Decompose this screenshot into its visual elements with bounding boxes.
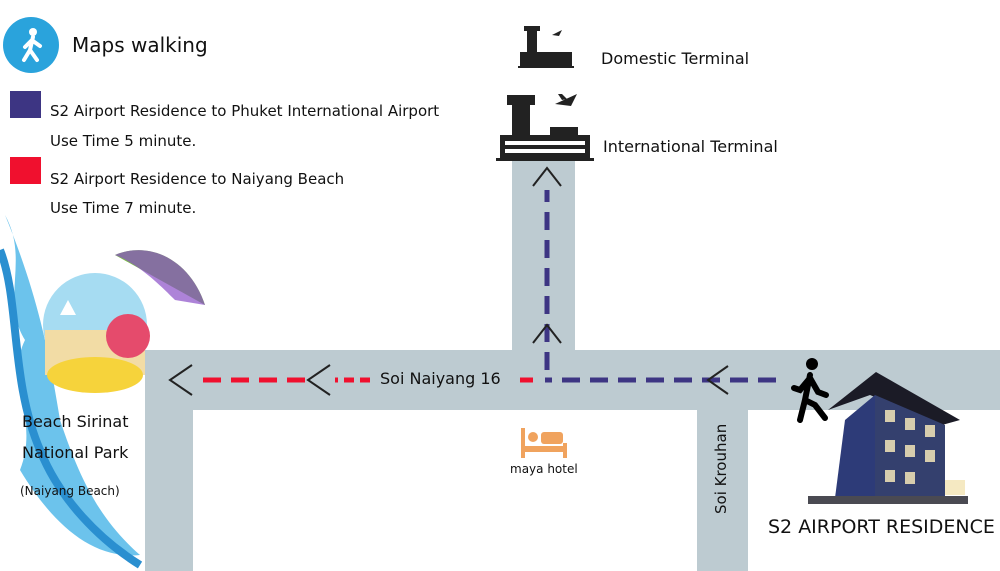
road-airport <box>512 160 575 352</box>
label-beach-line1: Beach Sirinat <box>22 412 129 431</box>
arrow-up-icon <box>532 166 562 187</box>
walking-badge-icon <box>3 17 59 73</box>
legend-beach-route: S2 Airport Residence to Naiyang Beach <box>50 170 345 188</box>
arrow-up-icon <box>532 323 562 344</box>
label-soi-krouhan: Soi Krouhan <box>712 423 730 514</box>
arrow-left-icon <box>306 364 331 396</box>
legend-swatch-beach <box>10 157 41 184</box>
page-title: Maps walking <box>72 33 208 57</box>
residence-building-image <box>808 372 968 504</box>
label-international-terminal: International Terminal <box>603 137 778 156</box>
legend-beach-time: Use Time 7 minute. <box>50 199 197 217</box>
domestic-terminal-icon <box>518 26 574 68</box>
road-left <box>145 408 193 571</box>
label-beach-line3: (Naiyang Beach) <box>20 484 120 498</box>
route-airport <box>544 190 776 383</box>
label-domestic-terminal: Domestic Terminal <box>601 49 750 68</box>
hotel-bed-icon <box>521 428 567 458</box>
international-terminal-icon <box>496 94 594 161</box>
legend-airport-route: S2 Airport Residence to Phuket Internati… <box>50 102 440 120</box>
road-soi-krouhan <box>697 408 748 571</box>
label-maya-hotel: maya hotel <box>510 462 578 476</box>
direction-arrows <box>168 166 729 396</box>
arrow-left-icon <box>706 365 729 395</box>
legend-airport-time: Use Time 5 minute. <box>50 132 197 150</box>
walking-person-icon <box>791 358 829 423</box>
beach-illustration <box>0 215 205 569</box>
arrow-left-icon <box>168 364 193 396</box>
legend-swatch-airport <box>10 91 41 118</box>
label-soi-naiyang-16: Soi Naiyang 16 <box>380 369 501 388</box>
label-s2-airport-residence: S2 AIRPORT RESIDENCE <box>768 516 995 538</box>
roads <box>145 160 1000 571</box>
label-beach-line2: National Park <box>22 443 129 462</box>
